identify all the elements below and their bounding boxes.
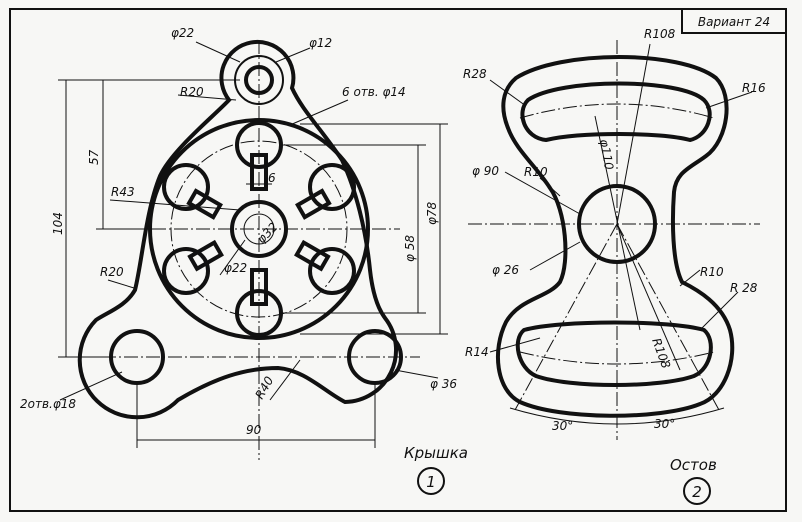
dim-r10-top: R10	[524, 165, 548, 179]
lower-slot	[515, 320, 713, 387]
dim-d22: φ22	[171, 26, 194, 40]
dim-r108-bottom: R108	[649, 336, 673, 370]
part2-dimension-lines	[489, 43, 753, 371]
dim-r40: R40	[252, 374, 276, 402]
dim-r28-top: R28	[463, 67, 487, 81]
dim-d12: φ12	[309, 36, 332, 50]
lug-left-hole	[109, 329, 165, 385]
part1-number: 1	[426, 473, 436, 491]
top-hole	[244, 65, 274, 95]
dim-r108-top: R108	[644, 27, 676, 41]
frame-outline	[495, 55, 735, 418]
part1-lid: φ22 φ12 R20 6 отв. φ14 57 104 R43 6 φ78 …	[20, 26, 468, 495]
center-hole-inner	[243, 213, 275, 245]
lid-outline	[77, 39, 399, 420]
part2-title: Остов	[670, 456, 717, 474]
angle-arc	[509, 407, 725, 425]
keyhole-bottom	[235, 268, 283, 337]
keyhole-lower-left	[162, 239, 224, 295]
dim-holes2: 2отв.φ18	[20, 397, 76, 411]
dim-r16: R16	[742, 81, 766, 95]
part2-frame: R108 R28 R16 φ110 φ 90 R10 φ 26 R10 R 28…	[463, 27, 766, 505]
ray-left	[514, 223, 618, 411]
dim-90: 90	[246, 423, 262, 437]
keyhole-lower-right	[294, 239, 356, 295]
dim-r14: R14	[465, 345, 489, 359]
dim-d78: φ78	[425, 201, 439, 225]
dim-r20-left: R20	[100, 265, 124, 279]
dim-angle-right: 30°	[654, 417, 675, 431]
dim-6: 6	[268, 171, 276, 185]
part2-number-circle	[683, 477, 711, 505]
keyhole-upper-left	[162, 163, 223, 220]
dim-d58: φ 58	[403, 235, 417, 262]
part1-number-circle	[417, 467, 445, 495]
upper-slot	[520, 81, 712, 143]
keyhole-upper-right	[295, 163, 356, 220]
dim-d110: φ110	[597, 138, 616, 171]
dim-holes6: 6 отв. φ14	[342, 85, 406, 99]
center-hole	[230, 200, 288, 258]
dim-d36: φ 36	[430, 377, 457, 391]
dim-r43: R43	[111, 185, 135, 199]
ray-right	[616, 223, 720, 411]
dim-d22-inner: φ22	[224, 261, 247, 275]
part1-title: Крышка	[404, 444, 468, 462]
part1-dimension-lines	[58, 41, 448, 448]
dim-d26: φ 26	[492, 263, 519, 277]
lug-right-hole	[347, 329, 403, 385]
dim-d32: φ32	[254, 220, 280, 246]
sheet-border	[9, 8, 787, 512]
variant-label: Вариант 24	[698, 15, 770, 29]
part2-number: 2	[692, 483, 702, 501]
dim-angle-left: 30°	[552, 419, 573, 433]
dim-r10-bottom: R10	[700, 265, 724, 279]
dim-r28-bottom: R 28	[730, 281, 758, 295]
dim-d90: φ 90	[472, 164, 499, 178]
dim-r20-top: R20	[180, 85, 204, 99]
dim-57: 57	[87, 149, 101, 165]
variant-box: Вариант 24	[681, 8, 787, 34]
upper-arc-center	[519, 103, 715, 119]
dim-104: 104	[51, 212, 65, 235]
bolt-circle	[170, 140, 348, 318]
lower-arc-center	[519, 351, 715, 365]
